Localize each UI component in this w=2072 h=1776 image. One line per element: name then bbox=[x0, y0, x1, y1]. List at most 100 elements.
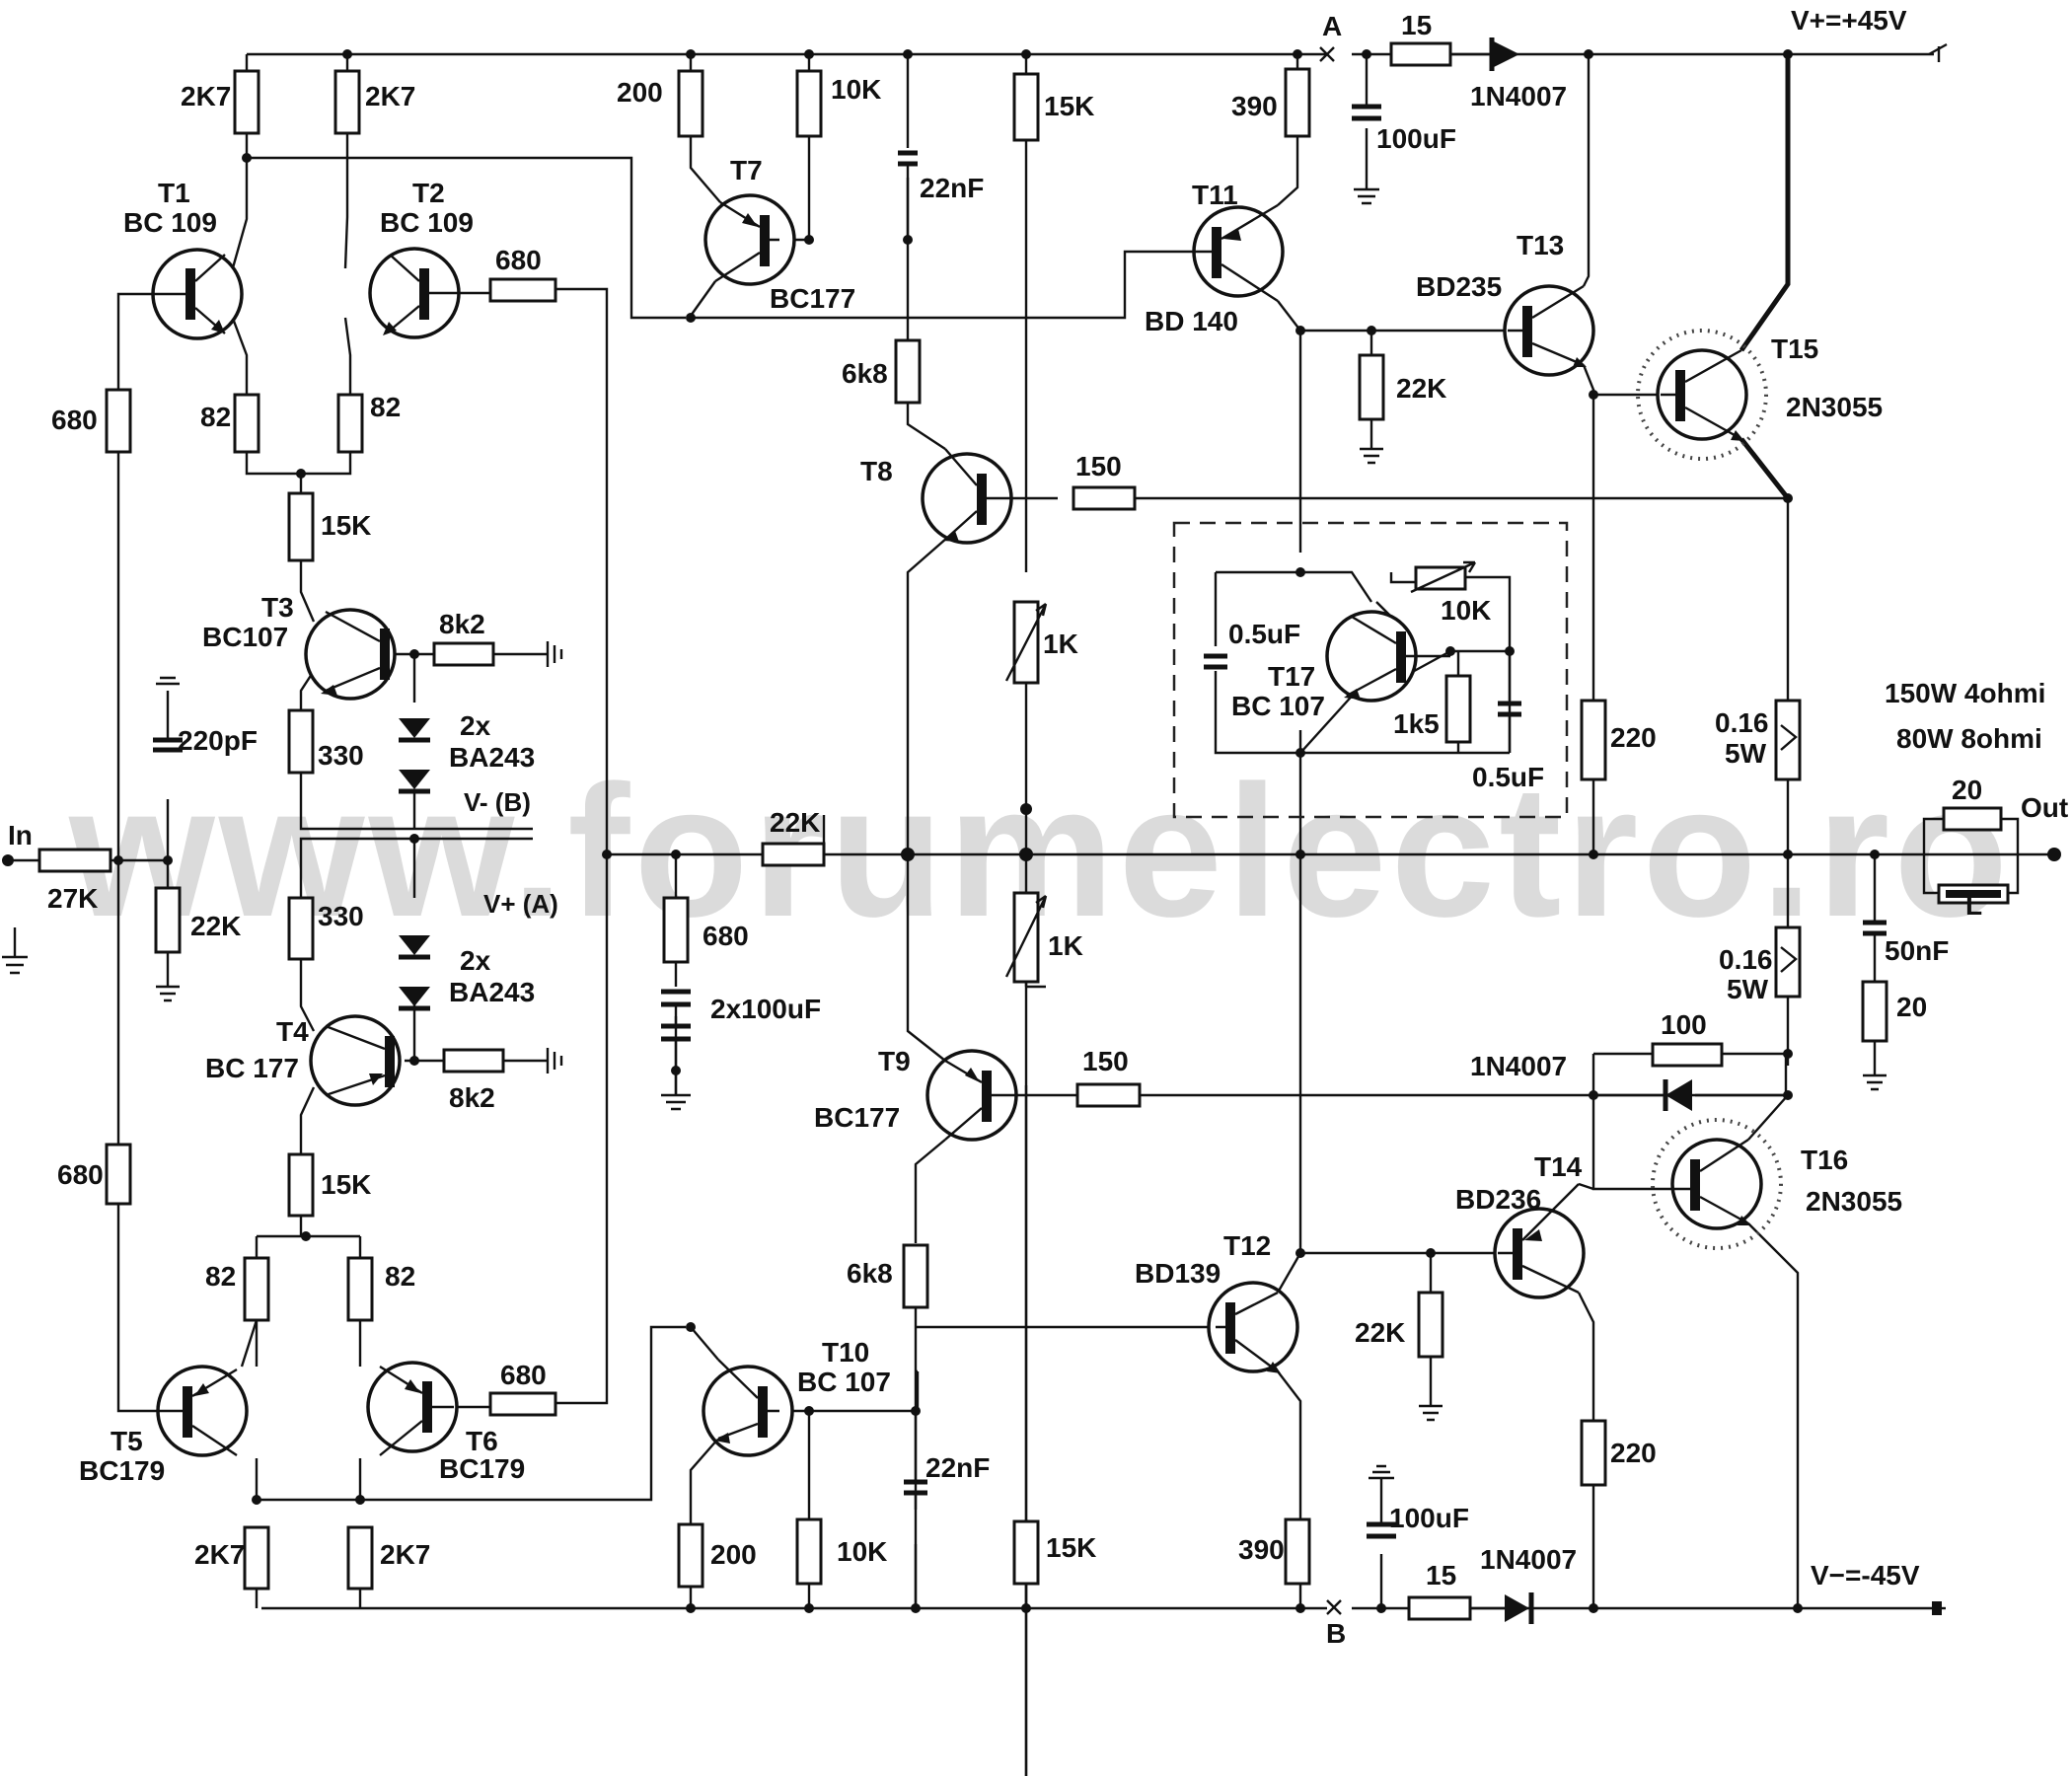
resistor-220-t14 bbox=[1580, 1419, 1607, 1487]
label-ba243-a: BA243 bbox=[449, 742, 535, 773]
resistor-220-t13 bbox=[1580, 699, 1607, 781]
diode-1n4007-top bbox=[1490, 39, 1519, 69]
label-t8-ref: T8 bbox=[860, 456, 893, 486]
label-t10-part: BC 107 bbox=[797, 1367, 891, 1397]
label-22nf-bottom: 22nF bbox=[925, 1452, 990, 1483]
label-330-t3: 330 bbox=[318, 740, 364, 771]
resistor-2k7-t5 bbox=[243, 1525, 270, 1591]
label-1n4007-top: 1N4007 bbox=[1470, 81, 1567, 111]
label-150-t8: 150 bbox=[1075, 451, 1122, 481]
resistor-15k-t4 bbox=[287, 1152, 315, 1218]
rail-terminals bbox=[2, 42, 2061, 1615]
transistor-t10 bbox=[702, 1359, 794, 1457]
diode-1n4007-output bbox=[1665, 1079, 1692, 1111]
label-ba243-count-a: 2x bbox=[460, 710, 491, 741]
label-pot-10k: 10K bbox=[1441, 595, 1491, 626]
label-t12-ref: T12 bbox=[1223, 1230, 1271, 1261]
label-t7-part: BC177 bbox=[770, 283, 855, 314]
label-22k-t12: 22K bbox=[1355, 1317, 1405, 1348]
label-ba243-count-b: 2x bbox=[460, 945, 491, 976]
label-1n4007-output: 1N4007 bbox=[1470, 1051, 1567, 1081]
resistor-390-t11 bbox=[1284, 67, 1311, 138]
label-220-t13: 220 bbox=[1610, 722, 1657, 753]
capacitor-05uf-left bbox=[1204, 653, 1227, 670]
label-680-feedback: 680 bbox=[703, 921, 749, 951]
resistor-330-t4 bbox=[287, 896, 315, 961]
resistor-150-t9 bbox=[1075, 1082, 1142, 1108]
resistor-15-bottom bbox=[1407, 1595, 1472, 1621]
resistor-100 bbox=[1651, 1042, 1724, 1068]
label-15-top: 15 bbox=[1401, 10, 1432, 40]
resistor-22k-feedback bbox=[761, 842, 826, 867]
label-2k7-t6: 2K7 bbox=[380, 1539, 430, 1570]
label-2k7-t5: 2K7 bbox=[194, 1539, 245, 1570]
label-680-left: 680 bbox=[51, 405, 98, 435]
label-t1-ref: T1 bbox=[158, 178, 190, 208]
transistor-t17 bbox=[1325, 610, 1450, 703]
label-15k-bottom: 15K bbox=[1046, 1532, 1096, 1563]
bias-network-box bbox=[1172, 521, 1569, 819]
label-t11-part: BD 140 bbox=[1145, 306, 1238, 336]
transistor-t13 bbox=[1503, 284, 1595, 377]
resistor-8k2-t3 bbox=[432, 641, 495, 667]
resistor-20-output bbox=[1942, 806, 2003, 832]
label-1k5: 1k5 bbox=[1393, 708, 1440, 739]
resistor-390-t12 bbox=[1284, 1517, 1311, 1586]
resistor-150-t8 bbox=[1072, 485, 1137, 511]
resistor-1k5 bbox=[1444, 674, 1472, 744]
label-10k-t10: 10K bbox=[837, 1536, 887, 1567]
resistors bbox=[37, 41, 2010, 1621]
label-t17-ref: T17 bbox=[1268, 661, 1315, 692]
resistor-330-t3 bbox=[287, 708, 315, 775]
transistor-t5 bbox=[156, 1365, 249, 1457]
transistor-t2 bbox=[368, 247, 461, 339]
label-82-t6: 82 bbox=[385, 1261, 415, 1292]
resistor-6k8-t8 bbox=[894, 338, 922, 405]
resistor-22k-t12 bbox=[1417, 1291, 1444, 1359]
label-50nf: 50nF bbox=[1885, 935, 1949, 966]
label-390-t12: 390 bbox=[1238, 1534, 1285, 1565]
transistor-t14 bbox=[1493, 1183, 1586, 1299]
label-inductor: L bbox=[1965, 890, 1982, 921]
label-t3-ref: T3 bbox=[261, 592, 294, 623]
label-1n4007-bottom: 1N4007 bbox=[1480, 1544, 1577, 1575]
resistor-2k7-t1 bbox=[233, 69, 260, 135]
label-t15-part: 2N3055 bbox=[1786, 392, 1883, 422]
label-20-output: 20 bbox=[1952, 775, 1982, 805]
label-vplus-a: V+ (A) bbox=[483, 889, 558, 919]
resistor-22k-input bbox=[154, 886, 182, 954]
label-20-zobel: 20 bbox=[1896, 992, 1927, 1022]
capacitor-100uf-top bbox=[1352, 104, 1381, 121]
capacitor-05uf-right bbox=[1498, 701, 1521, 717]
label-22k-feedback: 22K bbox=[770, 807, 820, 838]
label-1k-lower: 1K bbox=[1048, 930, 1083, 961]
label-82-t1: 82 bbox=[200, 402, 231, 432]
label-8k2-t4: 8k2 bbox=[449, 1082, 495, 1113]
resistor-15-top bbox=[1389, 41, 1452, 67]
label-t4-part: BC 177 bbox=[205, 1053, 299, 1083]
label-t9-ref: T9 bbox=[878, 1046, 911, 1076]
label-22nf-top: 22nF bbox=[920, 173, 984, 203]
resistor-680-t2 bbox=[488, 277, 557, 303]
label-t13-ref: T13 bbox=[1517, 230, 1564, 260]
label-t3-part: BC107 bbox=[202, 622, 288, 652]
label-15k-t4: 15K bbox=[321, 1169, 371, 1200]
label-point-b: B bbox=[1326, 1618, 1346, 1649]
label-t2-ref: T2 bbox=[412, 178, 445, 208]
transistor-t16 bbox=[1651, 1118, 1783, 1250]
resistor-82-t5 bbox=[243, 1256, 270, 1322]
label-t2-part: BC 109 bbox=[380, 207, 474, 238]
label-016-lower-w: 5W bbox=[1727, 974, 1769, 1004]
label-t17-part: BC 107 bbox=[1231, 691, 1325, 721]
transistor-t12 bbox=[1207, 1281, 1299, 1373]
label-220-t14: 220 bbox=[1610, 1438, 1657, 1468]
label-22k-t11: 22K bbox=[1396, 373, 1446, 404]
label-t4-ref: T4 bbox=[276, 1016, 309, 1047]
resistor-15k-top bbox=[1012, 72, 1040, 142]
label-2x100uf: 2x100uF bbox=[710, 994, 821, 1024]
label-100: 100 bbox=[1661, 1009, 1707, 1040]
label-ba243-b: BA243 bbox=[449, 977, 535, 1007]
label-330-t4: 330 bbox=[318, 901, 364, 931]
resistor-15k-t3 bbox=[287, 491, 315, 562]
resistor-200-t10 bbox=[677, 1522, 704, 1589]
